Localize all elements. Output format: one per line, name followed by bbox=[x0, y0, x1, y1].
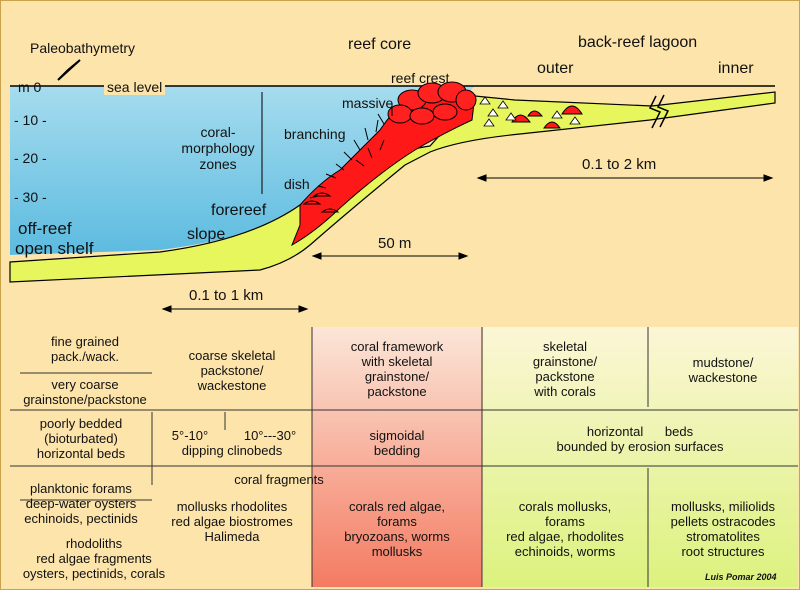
scale-shelf-label: 0.1 to 1 km bbox=[189, 287, 264, 304]
scale-arrows bbox=[161, 174, 774, 313]
bedding-angle-low: 5°-10° bbox=[171, 428, 209, 443]
massive-coral-heads bbox=[387, 81, 477, 125]
open-shelf-label: open shelf bbox=[15, 239, 94, 258]
inner-lagoon-label: inner bbox=[718, 60, 754, 77]
paleobathymetry-label: Paleobathymetry bbox=[30, 40, 136, 56]
water-body bbox=[10, 86, 475, 255]
table-lines bbox=[10, 327, 798, 587]
depth-label-10: - 10 - bbox=[14, 112, 47, 128]
author-credit: Luis Pomar 2004 bbox=[705, 572, 777, 582]
table-lagoon-column bbox=[483, 327, 798, 587]
slope-label: slope bbox=[187, 226, 226, 243]
reef-core-label: reef core bbox=[348, 36, 412, 53]
branching-corals bbox=[309, 104, 393, 199]
scale-50m-label: 50 m bbox=[378, 235, 412, 252]
massive-label: massive bbox=[342, 95, 394, 111]
paleobathymetry-marker bbox=[57, 59, 81, 81]
bedding-shelf: poorly bedded(bioturbated)horizontal bed… bbox=[36, 416, 126, 461]
bedding-angle-high: 10°---30° bbox=[243, 428, 297, 443]
depth-label-30: - 30 - bbox=[14, 189, 47, 205]
lagoon-break-mark bbox=[648, 95, 662, 129]
sediment-layer bbox=[9, 91, 776, 283]
outer-lagoon-label: outer bbox=[537, 60, 574, 77]
dish-label: dish bbox=[284, 176, 310, 192]
table-core-column bbox=[312, 327, 482, 587]
rubble-triangles bbox=[479, 96, 581, 127]
off-reef-label: off-reef bbox=[18, 219, 72, 238]
back-reef-lagoon-label: back-reef lagoon bbox=[578, 34, 698, 51]
branching-label: branching bbox=[284, 126, 346, 142]
depth-label-20: - 20 - bbox=[14, 150, 47, 166]
dish-corals bbox=[302, 192, 340, 213]
coral-morphology-zones-label: coral- morphology zones bbox=[181, 124, 255, 172]
bedding-slope: dipping clinobeds bbox=[181, 443, 283, 458]
reef-crest-label: reef crest bbox=[391, 70, 450, 86]
scale-lagoon-label: 0.1 to 2 km bbox=[582, 156, 657, 173]
biota-coral-fragments: coral fragments bbox=[234, 472, 324, 487]
forereef-label: forereef bbox=[211, 202, 267, 219]
depth-label-0: m 0 bbox=[18, 79, 42, 95]
lithology-inner-lagoon: mudstone/wackestone bbox=[688, 355, 758, 385]
sea-level-label: sea level bbox=[104, 79, 166, 95]
